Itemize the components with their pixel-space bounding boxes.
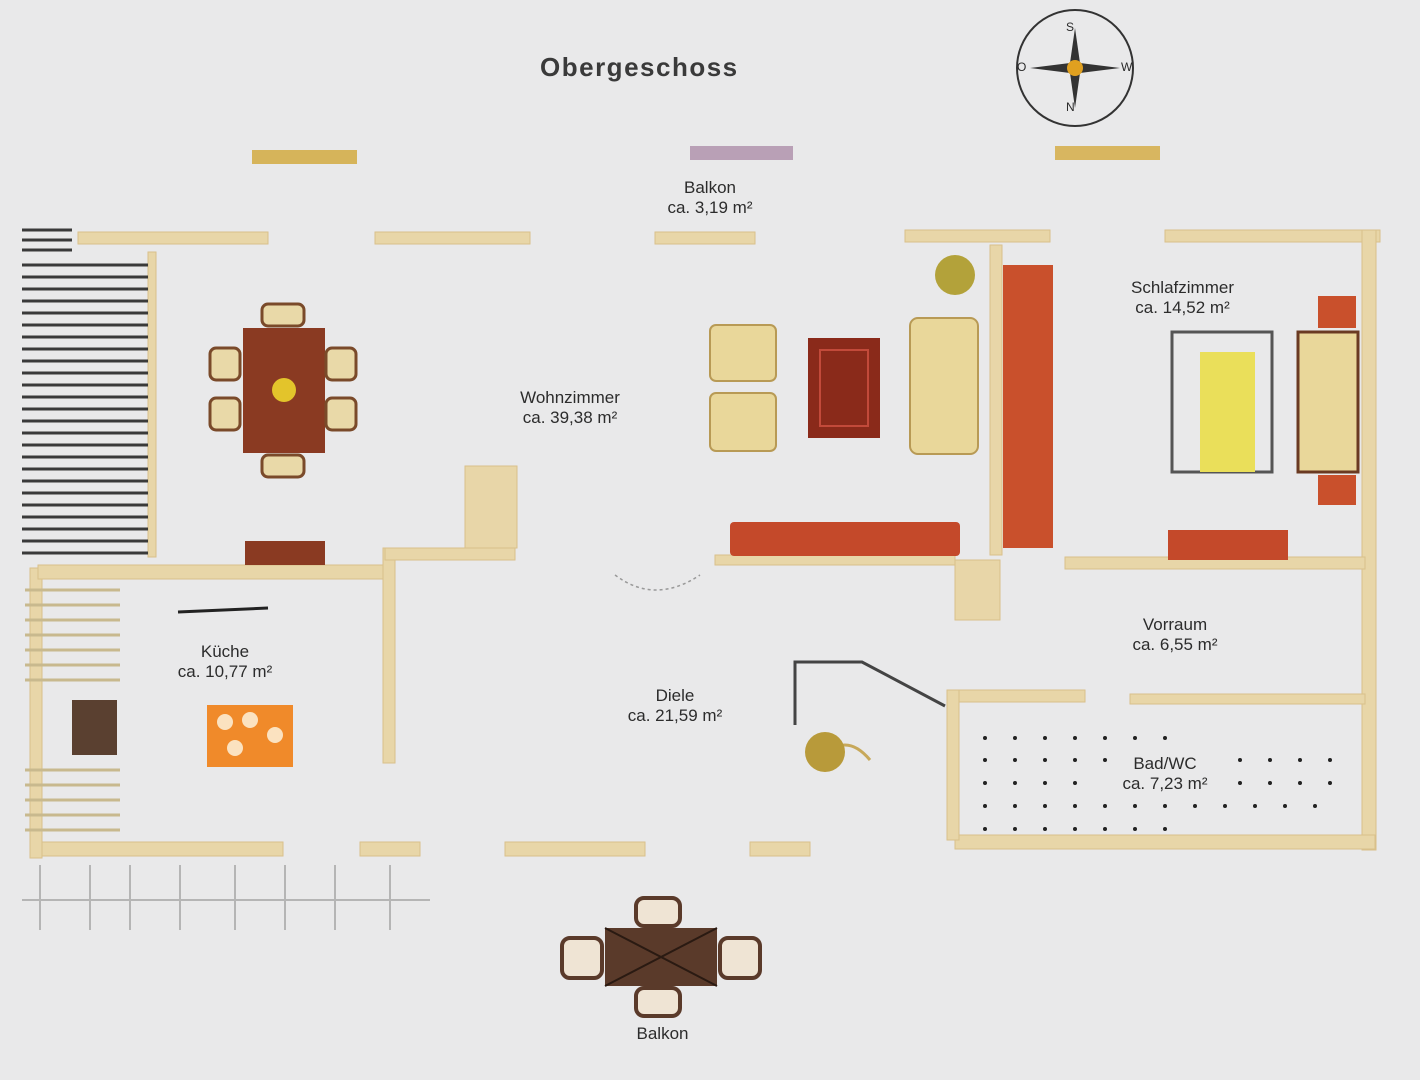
- stairs-left-lower: [25, 588, 120, 832]
- wall-top-mid1: [374, 231, 531, 245]
- walls: [29, 229, 1381, 859]
- wall-vorraum-bottom: [1129, 693, 1366, 705]
- living-room-furniture: [709, 255, 1053, 556]
- wall-kitchen-top: [37, 564, 384, 580]
- armchair-2: [709, 392, 777, 452]
- plant-boxes: [252, 146, 1160, 164]
- wall-right: [1361, 229, 1377, 851]
- armchair-1: [709, 324, 777, 382]
- bed-right: [1296, 330, 1360, 474]
- door-arc-diele: [614, 574, 701, 591]
- wall-living-bottom: [384, 547, 516, 561]
- wall-small-block: [464, 465, 518, 549]
- bottom-railing: [22, 865, 430, 930]
- wall-top-left: [77, 231, 269, 245]
- tv-unit: [730, 522, 960, 556]
- kitchen-furniture: [72, 606, 293, 767]
- nightstand-top: [1318, 296, 1356, 328]
- wall-bottom-left: [37, 841, 284, 857]
- compass-label-s: S: [1066, 20, 1075, 34]
- bed-cover: [1200, 352, 1255, 472]
- sideboard-living: [245, 541, 325, 565]
- wall-top-mid2: [654, 231, 756, 245]
- wall-bath-left: [946, 689, 960, 841]
- wall-living-bottom2: [714, 554, 956, 566]
- dining-plant: [272, 378, 296, 402]
- coffee-table: [808, 338, 880, 438]
- plant-box-right: [1055, 146, 1160, 160]
- kitchen-stove: [72, 700, 117, 755]
- plan-title: Obergeschoss: [540, 52, 739, 82]
- wall-kitchen-right: [382, 547, 396, 764]
- wall-top-right2: [1164, 229, 1381, 243]
- nightstand-bottom: [1318, 475, 1356, 505]
- balcony-table-group: [560, 896, 762, 1018]
- compass-rose: [1016, 9, 1134, 127]
- wall-mid-col: [954, 559, 1001, 621]
- wall-bottom-mid1: [504, 841, 646, 857]
- compass-label-n: N: [1066, 100, 1075, 114]
- room-label-balkon-bottom: Balkon: [636, 1024, 689, 1043]
- stairs-left: [22, 228, 148, 555]
- compass-label-w: W: [1121, 60, 1133, 74]
- plant-box-left: [252, 150, 357, 164]
- wall-bottom-left2: [359, 841, 421, 857]
- compass-label-o: O: [1017, 60, 1027, 74]
- sofa: [909, 317, 979, 455]
- bath-tiles: [983, 736, 1332, 831]
- living-plant: [935, 255, 975, 295]
- wall-bottom-right: [954, 834, 1376, 850]
- dining-table-group: [208, 302, 358, 479]
- bedroom-furniture: [1168, 296, 1360, 560]
- wardrobe-living: [1003, 265, 1053, 548]
- diele-plant: [805, 732, 845, 772]
- plant-box-mid: [690, 146, 793, 160]
- wall-bottom-mid2: [749, 841, 811, 857]
- wall-top-right1: [904, 229, 1051, 243]
- wall-dining-left: [147, 251, 157, 558]
- wall-bed-left: [989, 244, 1003, 556]
- wall-bath-top: [954, 689, 1086, 703]
- dresser: [1168, 530, 1288, 560]
